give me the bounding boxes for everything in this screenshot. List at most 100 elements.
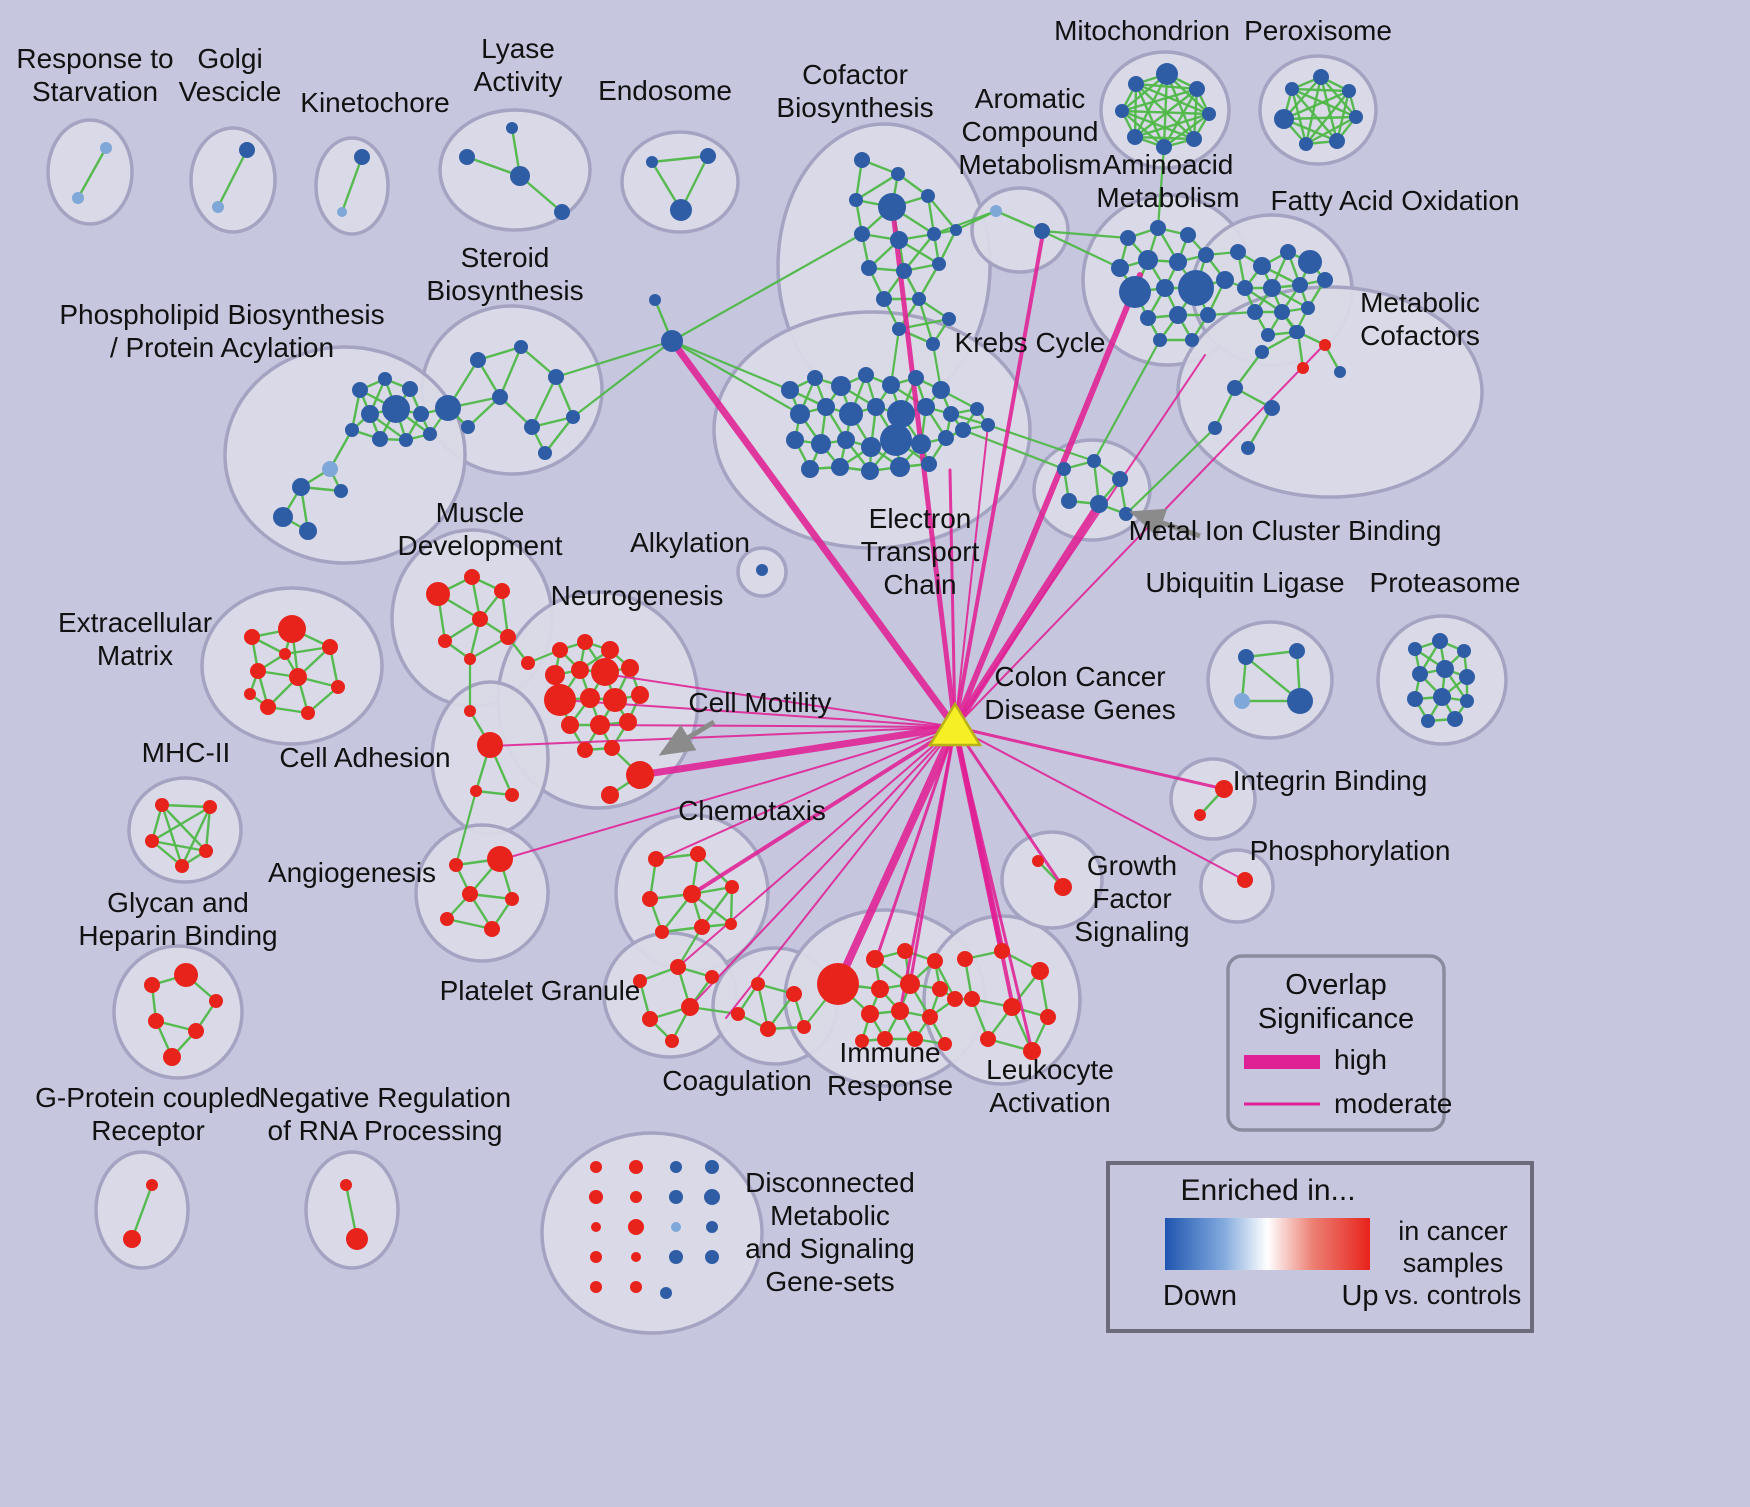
proteasome-node[interactable]: [1433, 688, 1451, 706]
extracellular-matrix-node[interactable]: [250, 663, 266, 679]
phospholipid-biosynthesis-node[interactable]: [299, 522, 317, 540]
aminoacid-metabolism-node[interactable]: [1156, 279, 1174, 297]
muscle-development-node[interactable]: [521, 656, 535, 670]
immune-response-node[interactable]: [947, 991, 963, 1007]
peroxisome-node[interactable]: [1274, 109, 1294, 129]
neurogenesis-node[interactable]: [626, 761, 654, 789]
integrin-binding-node[interactable]: [1194, 809, 1206, 821]
aminoacid-metabolism-node[interactable]: [1169, 253, 1187, 271]
platelet-granule-node[interactable]: [642, 1011, 658, 1027]
glycan-heparin-binding-node[interactable]: [174, 963, 198, 987]
platelet-granule-node[interactable]: [665, 1034, 679, 1048]
electron-transport-chain-node[interactable]: [921, 456, 937, 472]
fatty-acid-oxidation-node[interactable]: [1298, 250, 1322, 274]
disconnected-gene-sets-node[interactable]: [590, 1251, 602, 1263]
angiogenesis-node[interactable]: [440, 912, 454, 926]
disconnected-gene-sets-node[interactable]: [706, 1221, 718, 1233]
cofactor-biosynthesis-node[interactable]: [921, 189, 935, 203]
electron-transport-chain-node[interactable]: [867, 398, 885, 416]
chemotaxis-node[interactable]: [694, 919, 710, 935]
extracellular-matrix-node[interactable]: [322, 639, 338, 655]
electron-transport-chain-node[interactable]: [831, 458, 849, 476]
negative-regulation-rna-node[interactable]: [340, 1179, 352, 1191]
ubiquitin-ligase-node[interactable]: [1287, 688, 1313, 714]
metal-ion-cluster-binding-node[interactable]: [1087, 454, 1101, 468]
lyase-activity-node[interactable]: [506, 122, 518, 134]
coagulation-node[interactable]: [797, 1020, 811, 1034]
glycan-heparin-binding-node[interactable]: [188, 1023, 204, 1039]
negative-regulation-rna-node[interactable]: [346, 1228, 368, 1250]
phospholipid-biosynthesis-node[interactable]: [345, 423, 359, 437]
response-to-starvation-node[interactable]: [100, 142, 112, 154]
metabolic-cofactors-node[interactable]: [1208, 421, 1222, 435]
electron-transport-chain-node[interactable]: [858, 367, 874, 383]
angiogenesis-node[interactable]: [462, 886, 478, 902]
electron-transport-chain-node[interactable]: [811, 434, 831, 454]
cofactor-biosynthesis-node[interactable]: [854, 226, 870, 242]
phospholipid-biosynthesis-node[interactable]: [413, 406, 429, 422]
phospholipid-biosynthesis-node[interactable]: [273, 507, 293, 527]
platelet-granule-node[interactable]: [670, 959, 686, 975]
phospholipid-biosynthesis-node[interactable]: [378, 372, 392, 386]
cofactor-biosynthesis-node[interactable]: [876, 291, 892, 307]
mitochondrion-node[interactable]: [1128, 76, 1144, 92]
phospholipid-biosynthesis-node[interactable]: [372, 431, 388, 447]
disconnected-gene-sets-node[interactable]: [705, 1160, 719, 1174]
leukocyte-activation-node[interactable]: [980, 1031, 996, 1047]
mitochondrion-node[interactable]: [1115, 104, 1129, 118]
aminoacid-metabolism-node[interactable]: [1119, 276, 1151, 308]
fatty-acid-oxidation-node[interactable]: [1230, 244, 1246, 260]
metal-ion-cluster-binding-node[interactable]: [1112, 471, 1128, 487]
platelet-granule-node[interactable]: [681, 998, 699, 1016]
metal-ion-cluster-binding-node[interactable]: [1061, 493, 1077, 509]
immune-response-node[interactable]: [938, 1037, 952, 1051]
phospholipid-biosynthesis-node[interactable]: [399, 433, 413, 447]
mhc-ii-node[interactable]: [145, 834, 159, 848]
steroid-biosynthesis-node[interactable]: [461, 420, 475, 434]
glycan-heparin-binding-node[interactable]: [148, 1013, 164, 1029]
ubiquitin-ligase-node[interactable]: [1289, 643, 1305, 659]
aromatic-compound-metabolism-node[interactable]: [1034, 223, 1050, 239]
lyase-activity-node[interactable]: [459, 149, 475, 165]
mitochondrion-node[interactable]: [1156, 63, 1178, 85]
colon-cancer-hub-node[interactable]: [927, 701, 983, 747]
fatty-acid-oxidation-node[interactable]: [1274, 304, 1290, 320]
chemotaxis-node[interactable]: [642, 891, 658, 907]
cofactor-biosynthesis-node[interactable]: [890, 231, 908, 249]
neurogenesis-node[interactable]: [601, 641, 619, 659]
electron-transport-chain-node[interactable]: [917, 398, 935, 416]
aminoacid-metabolism-node[interactable]: [1178, 270, 1214, 306]
proteasome-node[interactable]: [1459, 669, 1475, 685]
neurogenesis-node[interactable]: [631, 686, 649, 704]
extracellular-matrix-node[interactable]: [289, 668, 307, 686]
proteasome-node[interactable]: [1412, 666, 1428, 682]
disconnected-gene-sets-node[interactable]: [630, 1191, 642, 1203]
chemotaxis-node[interactable]: [725, 880, 739, 894]
extracellular-matrix-node[interactable]: [279, 648, 291, 660]
glycan-heparin-binding-node[interactable]: [144, 977, 160, 993]
ubiquitin-ligase-node[interactable]: [1234, 693, 1250, 709]
cofactor-biosynthesis-node[interactable]: [950, 224, 962, 236]
aminoacid-metabolism-node[interactable]: [1138, 250, 1158, 270]
fatty-acid-oxidation-node[interactable]: [1317, 272, 1333, 288]
electron-transport-chain-node[interactable]: [861, 462, 879, 480]
steroid-biosynthesis-node[interactable]: [524, 419, 540, 435]
steroid-biosynthesis-node[interactable]: [435, 395, 461, 421]
metabolic-cofactors-node[interactable]: [1241, 441, 1255, 455]
muscle-development-node[interactable]: [426, 582, 450, 606]
endosome-node[interactable]: [700, 148, 716, 164]
angiogenesis-node[interactable]: [484, 921, 500, 937]
neurogenesis-node[interactable]: [603, 688, 627, 712]
growth-factor-signaling-node[interactable]: [1032, 855, 1044, 867]
alkylation-node[interactable]: [756, 564, 768, 576]
disconnected-gene-sets-node[interactable]: [591, 1222, 601, 1232]
disconnected-gene-sets-node[interactable]: [670, 1161, 682, 1173]
aminoacid-metabolism-node[interactable]: [1169, 306, 1187, 324]
immune-response-node[interactable]: [866, 950, 884, 968]
electron-transport-chain-node[interactable]: [887, 400, 915, 428]
immune-response-node[interactable]: [877, 1031, 893, 1047]
electron-transport-chain-node[interactable]: [911, 434, 931, 454]
immune-response-node[interactable]: [900, 974, 920, 994]
platelet-granule-node[interactable]: [705, 970, 719, 984]
mhc-ii-node[interactable]: [155, 798, 169, 812]
